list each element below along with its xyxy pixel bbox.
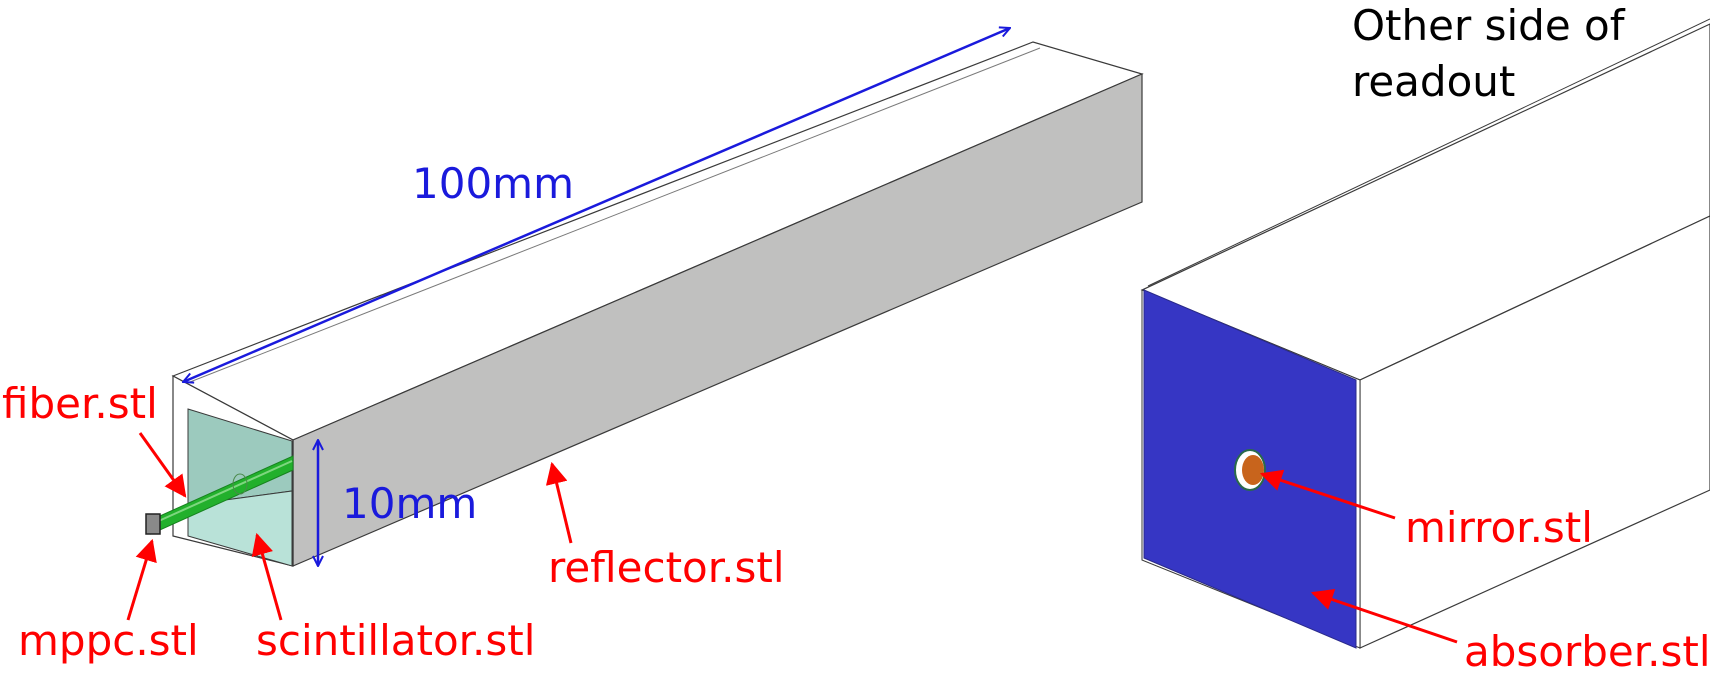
mppc-pointer bbox=[126, 538, 157, 621]
length-label: 100mm bbox=[412, 159, 574, 208]
mppc-label: mppc.stl bbox=[18, 616, 199, 665]
reflector-label: reflector.stl bbox=[548, 543, 785, 592]
other-side-label-line1: Other side of bbox=[1352, 1, 1626, 50]
length-dimension-arrow bbox=[183, 28, 1010, 382]
mirror-label: mirror.stl bbox=[1405, 503, 1593, 552]
fiber-highlight bbox=[151, 460, 293, 525]
mirror-disc bbox=[1242, 455, 1264, 485]
height-label: 10mm bbox=[342, 479, 477, 528]
fiber-label: fiber.stl bbox=[2, 379, 158, 428]
other-side-bar bbox=[1140, 18, 1710, 649]
absorber-pointer bbox=[1310, 588, 1458, 644]
mirror-pointer bbox=[1259, 469, 1396, 520]
fiber bbox=[150, 455, 294, 535]
scintillator-label: scintillator.stl bbox=[256, 616, 535, 665]
reflector-pointer bbox=[545, 461, 573, 544]
mppc-chip bbox=[145, 513, 161, 535]
absorber-label: absorber.stl bbox=[1464, 627, 1710, 675]
fiber-pointer bbox=[138, 432, 187, 498]
scintillator-pointer bbox=[251, 532, 283, 621]
other-side-top-inner-edge bbox=[1147, 18, 1710, 287]
other-side-label-line2: readout bbox=[1352, 57, 1515, 106]
fiber-hole bbox=[232, 473, 248, 495]
